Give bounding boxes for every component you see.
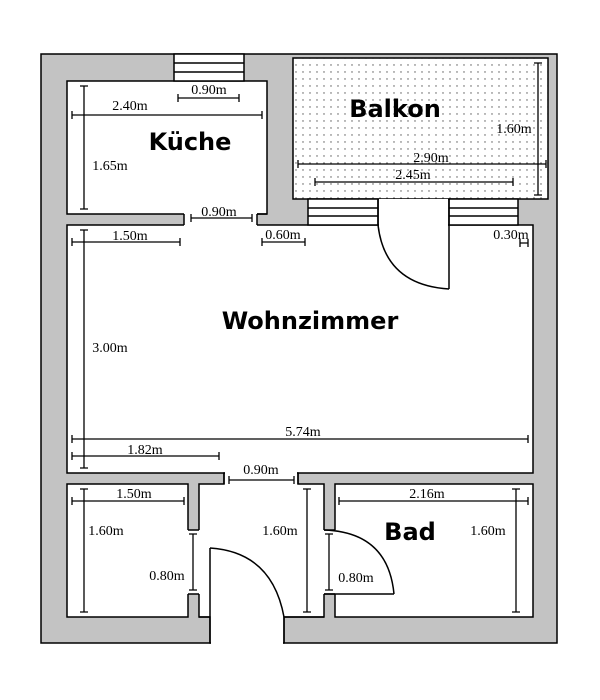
dimension-balcony-width: 2.90m: [297, 151, 547, 168]
dimension-bath-width: 2.16m: [338, 487, 529, 505]
svg-text:2.40m: 2.40m: [112, 99, 148, 114]
svg-text:1.60m: 1.60m: [496, 122, 532, 137]
svg-text:0.30m: 0.30m: [493, 228, 529, 243]
dimension-small-room-height: 1.60m: [80, 488, 124, 613]
balcony-area: [292, 57, 549, 200]
entrance-door: [209, 547, 285, 618]
svg-text:0.90m: 0.90m: [201, 205, 237, 220]
bath-door: [323, 529, 395, 595]
svg-text:0.90m: 0.90m: [191, 83, 227, 98]
dimension-small-room-width: 1.50m: [71, 487, 185, 505]
dimension-small-room-door: 0.80m: [149, 533, 197, 591]
dimension-kitchen-window: 0.90m: [177, 83, 240, 102]
dimension-hall-height: 1.60m: [262, 488, 311, 613]
svg-text:1.60m: 1.60m: [88, 524, 124, 539]
svg-text:0.90m: 0.90m: [243, 463, 279, 478]
svg-text:1.60m: 1.60m: [262, 524, 298, 539]
balcony-window-left: [307, 198, 379, 226]
bath-label: Bad: [384, 518, 436, 546]
svg-text:0.80m: 0.80m: [338, 571, 374, 586]
balcony-window-right: [448, 198, 519, 226]
svg-text:0.80m: 0.80m: [149, 569, 185, 584]
dimension-kitchen-height: 1.65m: [80, 85, 128, 210]
living-label: Wohnzimmer: [222, 307, 399, 335]
svg-text:0.60m: 0.60m: [265, 228, 301, 243]
svg-text:2.45m: 2.45m: [395, 168, 431, 183]
dimension-balcony-inner-width: 2.45m: [314, 168, 514, 186]
bath-room: [334, 483, 534, 618]
balcony-doorway: [379, 199, 448, 227]
dimension-living-left-wall: 1.50m: [71, 229, 181, 246]
dimension-kitchen-width: 2.40m: [71, 99, 263, 119]
svg-text:5.74m: 5.74m: [285, 425, 321, 440]
svg-text:1.60m: 1.60m: [470, 524, 506, 539]
living-room: [66, 224, 534, 474]
dimension-living-wall-segment: 0.60m: [261, 228, 306, 246]
dimension-bath-door: 0.80m: [325, 533, 374, 591]
balcony-label: Balkon: [349, 95, 441, 123]
svg-text:1.50m: 1.50m: [116, 487, 152, 502]
small-room: [66, 483, 189, 618]
kitchen-room: [66, 80, 268, 215]
dimension-living-right-segment: 0.30m: [493, 228, 529, 247]
kitchen-label: Küche: [149, 128, 232, 156]
svg-text:1.65m: 1.65m: [92, 159, 128, 174]
balcony-door: [377, 199, 450, 290]
svg-text:1.82m: 1.82m: [127, 443, 163, 458]
dimension-balcony-height: 1.60m: [496, 62, 542, 196]
dimension-living-door: 0.90m: [228, 463, 295, 484]
dimension-living-height: 3.00m: [80, 229, 128, 469]
dimension-living-bottom-left: 1.82m: [71, 443, 220, 460]
svg-text:1.50m: 1.50m: [112, 229, 148, 244]
kitchen-window: [173, 53, 245, 82]
svg-text:3.00m: 3.00m: [92, 341, 128, 356]
dimension-kitchen-door: 0.90m: [190, 205, 253, 222]
kitchen-doorway: [184, 213, 257, 226]
svg-text:2.16m: 2.16m: [409, 487, 445, 502]
dimension-living-width: 5.74m: [71, 425, 529, 443]
dimension-bath-height: 1.60m: [470, 488, 520, 613]
svg-text:2.90m: 2.90m: [413, 151, 449, 166]
